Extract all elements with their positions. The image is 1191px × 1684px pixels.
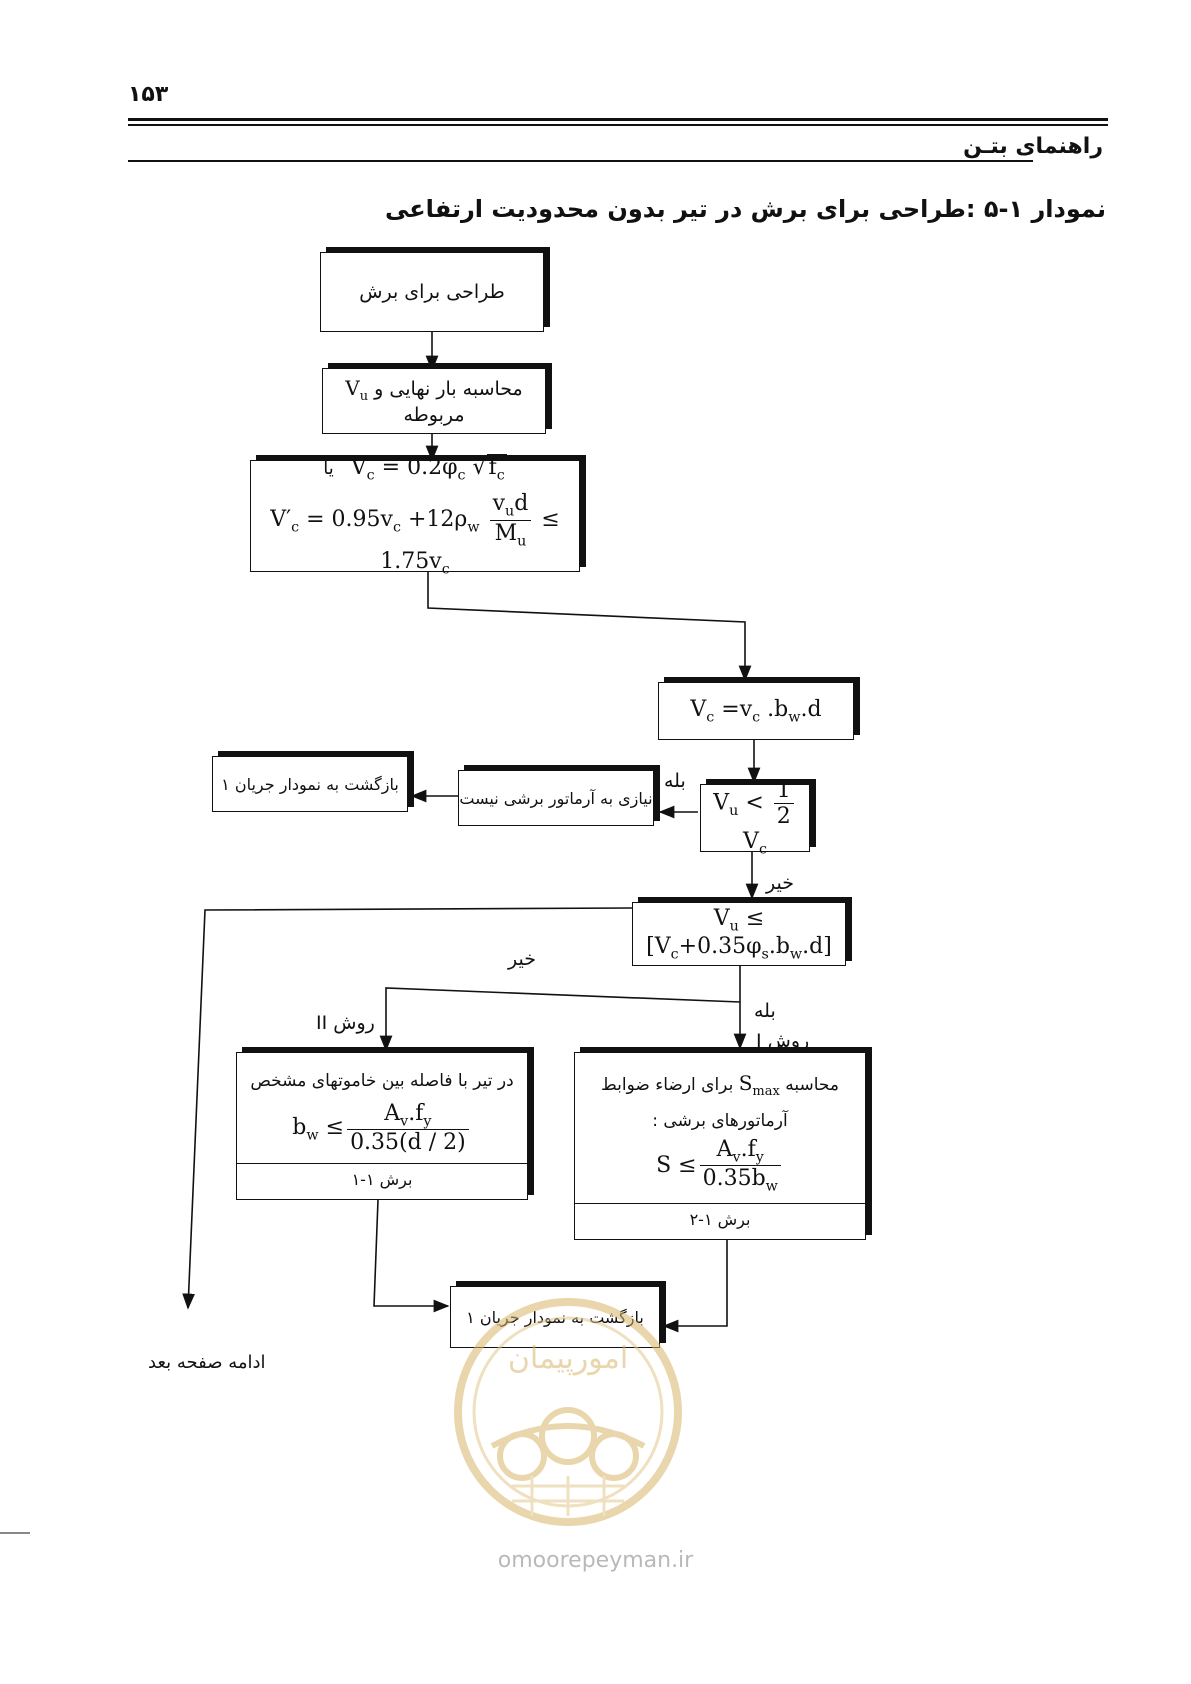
edge-label-no-1: خیر bbox=[766, 872, 794, 894]
method-2-section: برش ۱-۱ bbox=[351, 1170, 413, 1190]
vc-formula-1: یا Vc = 0.2φc √fc bbox=[323, 453, 507, 484]
method-1-section: برش ۱-۲ bbox=[689, 1209, 751, 1229]
edge-label-method-1: روش I bbox=[756, 1030, 810, 1052]
start-label: طراحی برای برش bbox=[359, 281, 505, 303]
vc-formula-box: یا Vc = 0.2φc √fc V′c = 0.95vc +12ρw vud… bbox=[250, 453, 580, 577]
figure-caption: نمودار ۱-۵ :طراحی برای برش در تیر بدون م… bbox=[385, 195, 1106, 223]
edge-label-no-2: خیر bbox=[508, 948, 536, 970]
edge-label-yes-2: بله bbox=[754, 1000, 776, 1022]
svg-text:امورپیمان: امورپیمان bbox=[508, 1341, 628, 1376]
no-rebar-box: نیازی به آرماتور برشی نیست bbox=[458, 770, 654, 826]
no-rebar-label: نیازی به آرماتور برشی نیست bbox=[459, 788, 653, 808]
continued-note: ادامه صفحه بعد bbox=[148, 1352, 266, 1373]
vc-compute-box: Vc =vc .bw.d bbox=[658, 682, 854, 740]
start-box: طراحی برای برش bbox=[320, 252, 544, 332]
watermark: omoorepeyman.ir bbox=[497, 1548, 694, 1573]
return-label-1: بازگشت به نمودار جریان ۱ bbox=[221, 774, 399, 794]
vu-max-box: Vu ≤ [Vc+0.35φs.bw.d] bbox=[632, 902, 846, 966]
compute-load-box: محاسبه بار نهایی و Vu مربوطه bbox=[322, 368, 546, 434]
edge-label-method-2: روش II bbox=[316, 1012, 375, 1034]
vc-compute-label: Vc =vc .bw.d bbox=[690, 696, 822, 726]
publisher-stamp-icon: امورپیمان bbox=[454, 1298, 682, 1526]
running-head: راهنمای بتـن bbox=[963, 134, 1103, 159]
method-2-box: در تیر با فاصله بین خاموتهای مشخص bw ≤Av… bbox=[236, 1052, 528, 1200]
header-rule-top bbox=[128, 118, 1108, 121]
method-1-text-2: آرماتورهای برشی : bbox=[652, 1111, 788, 1131]
return-box-1: بازگشت به نمودار جریان ۱ bbox=[212, 756, 408, 812]
margin-mark bbox=[0, 1532, 30, 1534]
page-number: ۱۵۳ bbox=[128, 82, 169, 107]
header-rule-bottom bbox=[128, 124, 1108, 126]
vu-max-label: Vu ≤ [Vc+0.35φs.bw.d] bbox=[646, 905, 832, 963]
method-2-text: در تیر با فاصله بین خاموتهای مشخص bbox=[250, 1071, 514, 1091]
running-head-rule bbox=[128, 160, 1033, 162]
edge-label-yes-1: بله bbox=[664, 770, 686, 792]
compute-load-label: محاسبه بار نهایی و Vu مربوطه bbox=[345, 376, 523, 426]
method-1-box: محاسبه Smax برای ارضاء ضوابط آرماتورهای … bbox=[574, 1052, 866, 1240]
method-1-divider bbox=[575, 1202, 865, 1204]
method-1-text-1: محاسبه Smax برای ارضاء ضوابط bbox=[601, 1071, 839, 1099]
method-2-divider bbox=[237, 1163, 527, 1165]
